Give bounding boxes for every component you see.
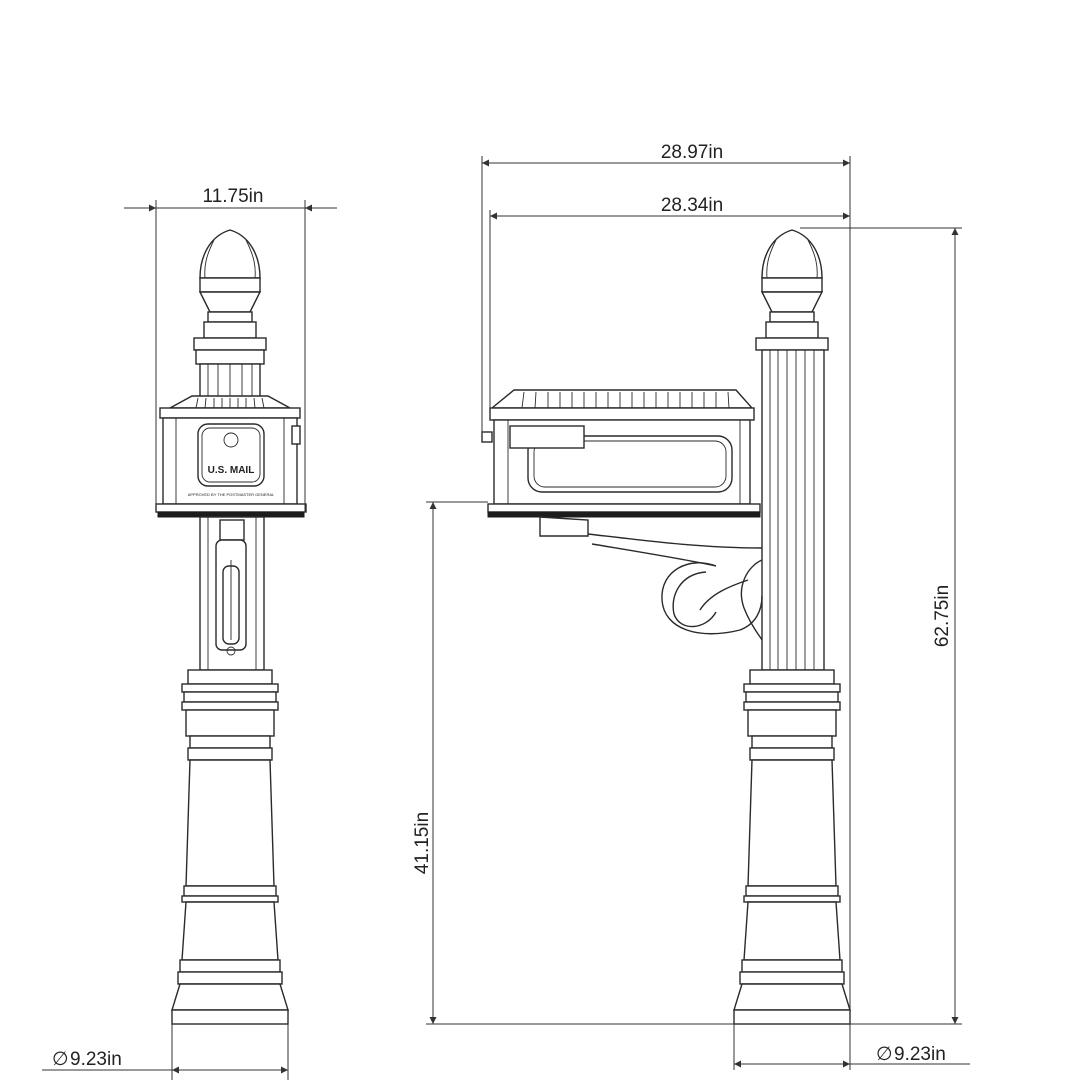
side-base (733, 669, 851, 1025)
mail-fine-print: APPROVED BY THE POSTMASTER GENERAL (188, 492, 275, 497)
side-mailbox (481, 389, 761, 518)
side-box-height-label: 41.15in (412, 812, 433, 874)
side-mailbox-roof-ribs (521, 391, 730, 409)
front-door-knob (223, 432, 239, 448)
side-fluted-post (761, 349, 825, 671)
side-finial (755, 229, 829, 351)
side-diameter-symbol: ∅ (876, 1044, 893, 1065)
front-view: U.S. MAIL APPROVED BY THE POSTMASTER GEN… (155, 229, 307, 1025)
side-total-length-label: 28.97in (661, 142, 723, 163)
front-diameter-dimension: ∅ 9.23in (42, 1024, 289, 1080)
front-finial (193, 229, 267, 365)
front-mailbox-roof-ribs (195, 397, 265, 409)
side-flag-pivot (481, 431, 493, 443)
side-diameter-dimension: ∅ 9.23in (733, 1024, 970, 1070)
mail-label: U.S. MAIL (208, 465, 255, 476)
side-diameter-label: 9.23in (894, 1044, 946, 1065)
side-bracket (539, 516, 763, 641)
front-flag-edge (291, 425, 301, 445)
side-box-length-label: 28.34in (661, 195, 723, 216)
side-box-length-dimension: 28.34in (489, 195, 850, 408)
front-mailbox: U.S. MAIL APPROVED BY THE POSTMASTER GEN… (155, 395, 307, 518)
side-box-height-dimension: 41.15in (412, 501, 734, 1025)
front-width-label: 11.75in (203, 186, 264, 207)
front-base (171, 669, 289, 1025)
side-view (481, 229, 851, 1025)
side-flag (509, 425, 585, 449)
front-diameter-label: 9.23in (70, 1049, 122, 1070)
side-total-length-dimension: 28.97in (481, 142, 851, 1024)
front-width-dimension: 11.75in (124, 186, 337, 512)
side-total-height-dimension: 62.75in (800, 227, 962, 1025)
front-lower-post (199, 516, 265, 671)
front-diameter-symbol: ∅ (52, 1049, 69, 1070)
side-total-height-label: 62.75in (932, 585, 953, 647)
front-upper-post (199, 363, 261, 399)
